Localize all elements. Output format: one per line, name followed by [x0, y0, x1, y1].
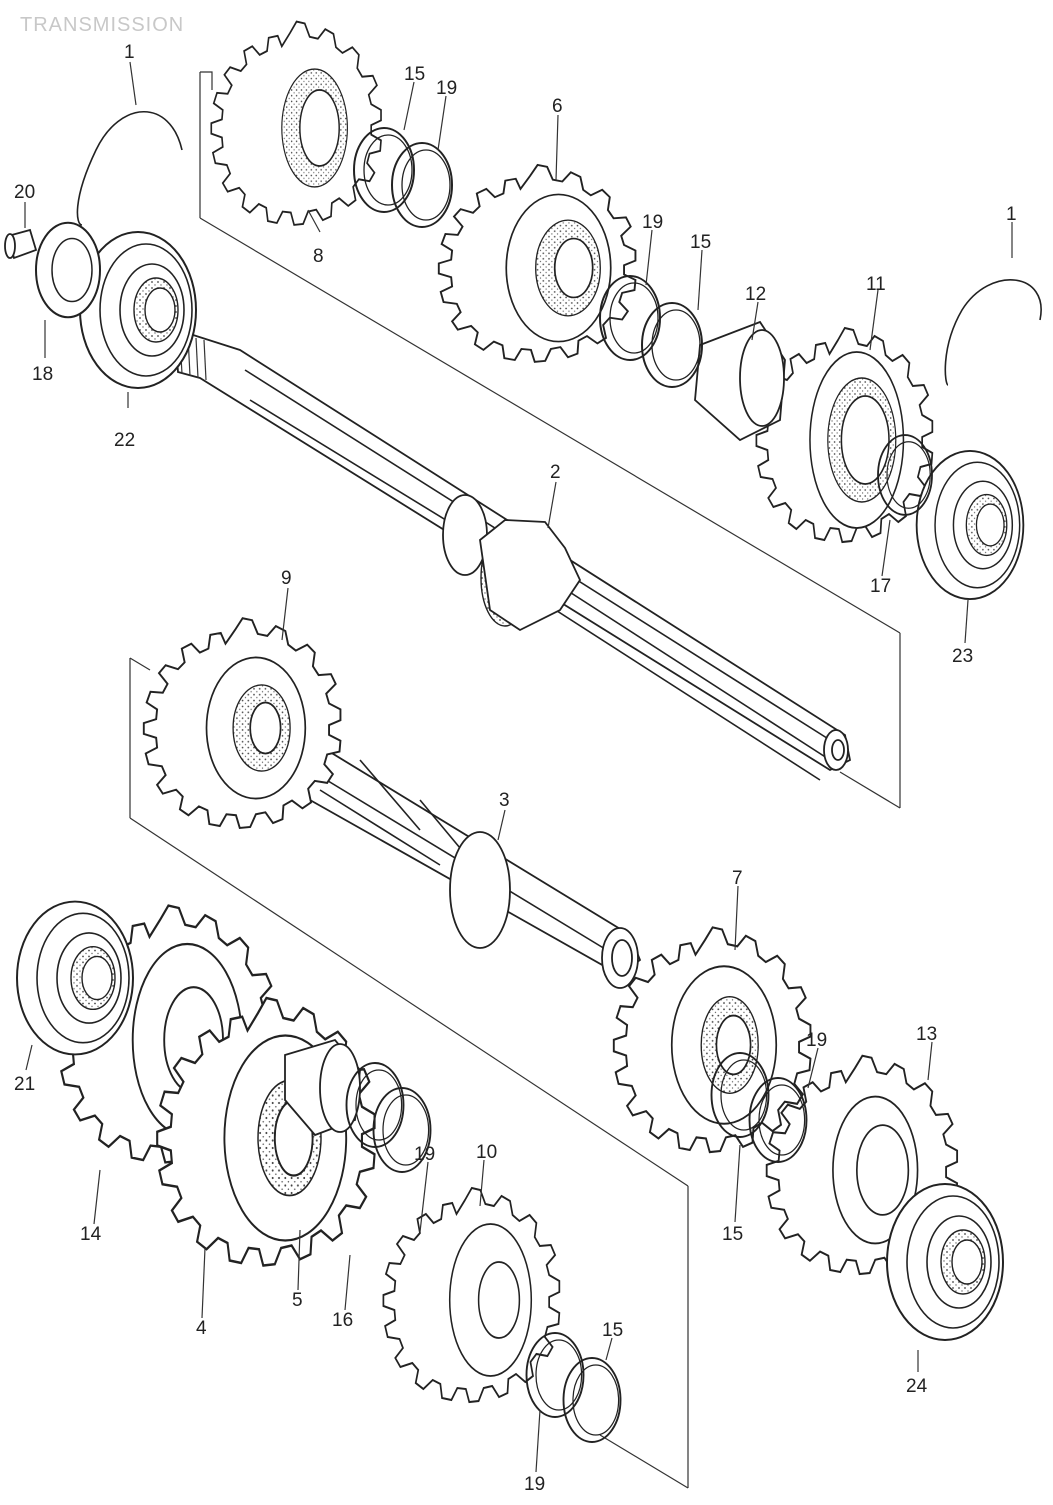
callout-7: 7 [732, 868, 743, 889]
bearing-21 [16, 900, 134, 1056]
callout-14: 14 [80, 1224, 102, 1245]
retaining-ring-1-left [76, 111, 183, 226]
callout-8: 8 [313, 246, 324, 267]
bushing-12 [694, 320, 786, 442]
circlip-19-top [391, 142, 453, 228]
callout-3: 3 [499, 790, 510, 811]
callout-11: 11 [866, 274, 886, 295]
callout-18: 18 [32, 364, 53, 385]
leader-lines [24, 61, 1013, 1473]
callout-9: 9 [281, 568, 292, 589]
gear-6 [437, 164, 637, 363]
gear-9 [142, 617, 342, 829]
diagram-title: TRANSMISSION [20, 14, 185, 36]
counter-shaft-frame [129, 657, 689, 1489]
bearing-24 [886, 1183, 1004, 1341]
callout-19-lowleft: 19 [414, 1144, 435, 1165]
callout-17: 17 [870, 576, 891, 597]
callout-2: 2 [550, 462, 561, 483]
main-shaft [175, 332, 852, 781]
callout-12: 12 [745, 284, 766, 305]
callout-21: 21 [14, 1074, 35, 1095]
callout-23: 23 [952, 646, 973, 667]
gear-7 [612, 926, 812, 1154]
gear-13 [765, 1054, 959, 1276]
gear-8 [210, 20, 382, 226]
callout-15-lowright: 15 [722, 1224, 743, 1245]
callout-labels: 1 1 2 3 4 5 6 7 8 9 10 11 12 13 14 15 15… [14, 42, 1017, 1495]
callout-10: 10 [476, 1142, 497, 1163]
dowel-pin-20 [4, 228, 38, 260]
callout-4: 4 [196, 1318, 207, 1339]
main-shaft-frame [199, 71, 901, 809]
retaining-ring-1-right [944, 279, 1042, 386]
callout-15-top: 15 [404, 64, 425, 85]
bushing-5 [284, 1038, 361, 1137]
callout-15-bottom: 15 [602, 1320, 623, 1341]
callout-19-top: 19 [436, 78, 457, 99]
callout-1-top-left: 1 [124, 42, 135, 63]
washer-15-mid [641, 302, 703, 388]
callout-19-lowright: 19 [806, 1030, 827, 1051]
callout-20: 20 [14, 182, 35, 203]
callout-16: 16 [332, 1310, 353, 1331]
callout-24: 24 [906, 1376, 928, 1397]
thrust-washer-18 [35, 221, 101, 319]
callout-19-bottom: 19 [524, 1474, 545, 1495]
callout-22: 22 [114, 430, 135, 451]
callout-13: 13 [916, 1024, 937, 1045]
callout-6: 6 [552, 96, 563, 117]
gear-10 [382, 1187, 561, 1403]
washer-15-bottom [562, 1357, 622, 1443]
callout-5: 5 [292, 1290, 303, 1311]
circlip-19-bottom [525, 1332, 585, 1418]
counter-shaft [283, 743, 642, 989]
callout-15-mid: 15 [690, 232, 711, 253]
callout-1-right: 1 [1006, 204, 1017, 225]
callout-19-mid: 19 [642, 212, 663, 233]
